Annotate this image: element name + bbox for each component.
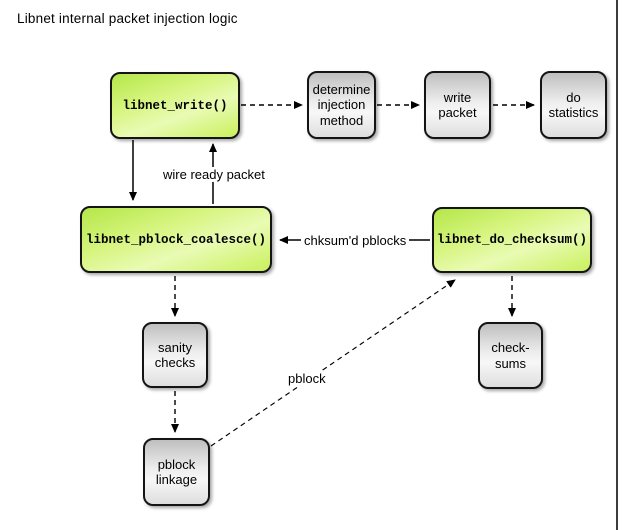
page-edge-line bbox=[616, 0, 618, 530]
edge-label-pblock: pblock bbox=[285, 371, 329, 386]
edge-linkage-to-checksum bbox=[210, 279, 456, 447]
node-libnet-write: libnet_write() bbox=[110, 72, 240, 139]
node-pblock-linkage: pblock linkage bbox=[143, 438, 210, 506]
edge-label-wire-ready-packet: wire ready packet bbox=[160, 167, 268, 182]
node-libnet-pblock-coalesce: libnet_pblock_coalesce() bbox=[80, 206, 272, 273]
node-check-sums: check- sums bbox=[478, 322, 543, 389]
edge-label-chksumd-pblocks: chksum'd pblocks bbox=[301, 233, 410, 248]
diagram-title: Libnet internal packet injection logic bbox=[17, 11, 238, 26]
node-libnet-do-checksum: libnet_do_checksum() bbox=[432, 207, 592, 273]
node-do-statistics: do statistics bbox=[540, 71, 607, 139]
node-determine-injection-method: determine injection method bbox=[307, 71, 376, 139]
node-sanity-checks: sanity checks bbox=[142, 322, 208, 388]
node-write-packet: write packet bbox=[424, 71, 491, 139]
